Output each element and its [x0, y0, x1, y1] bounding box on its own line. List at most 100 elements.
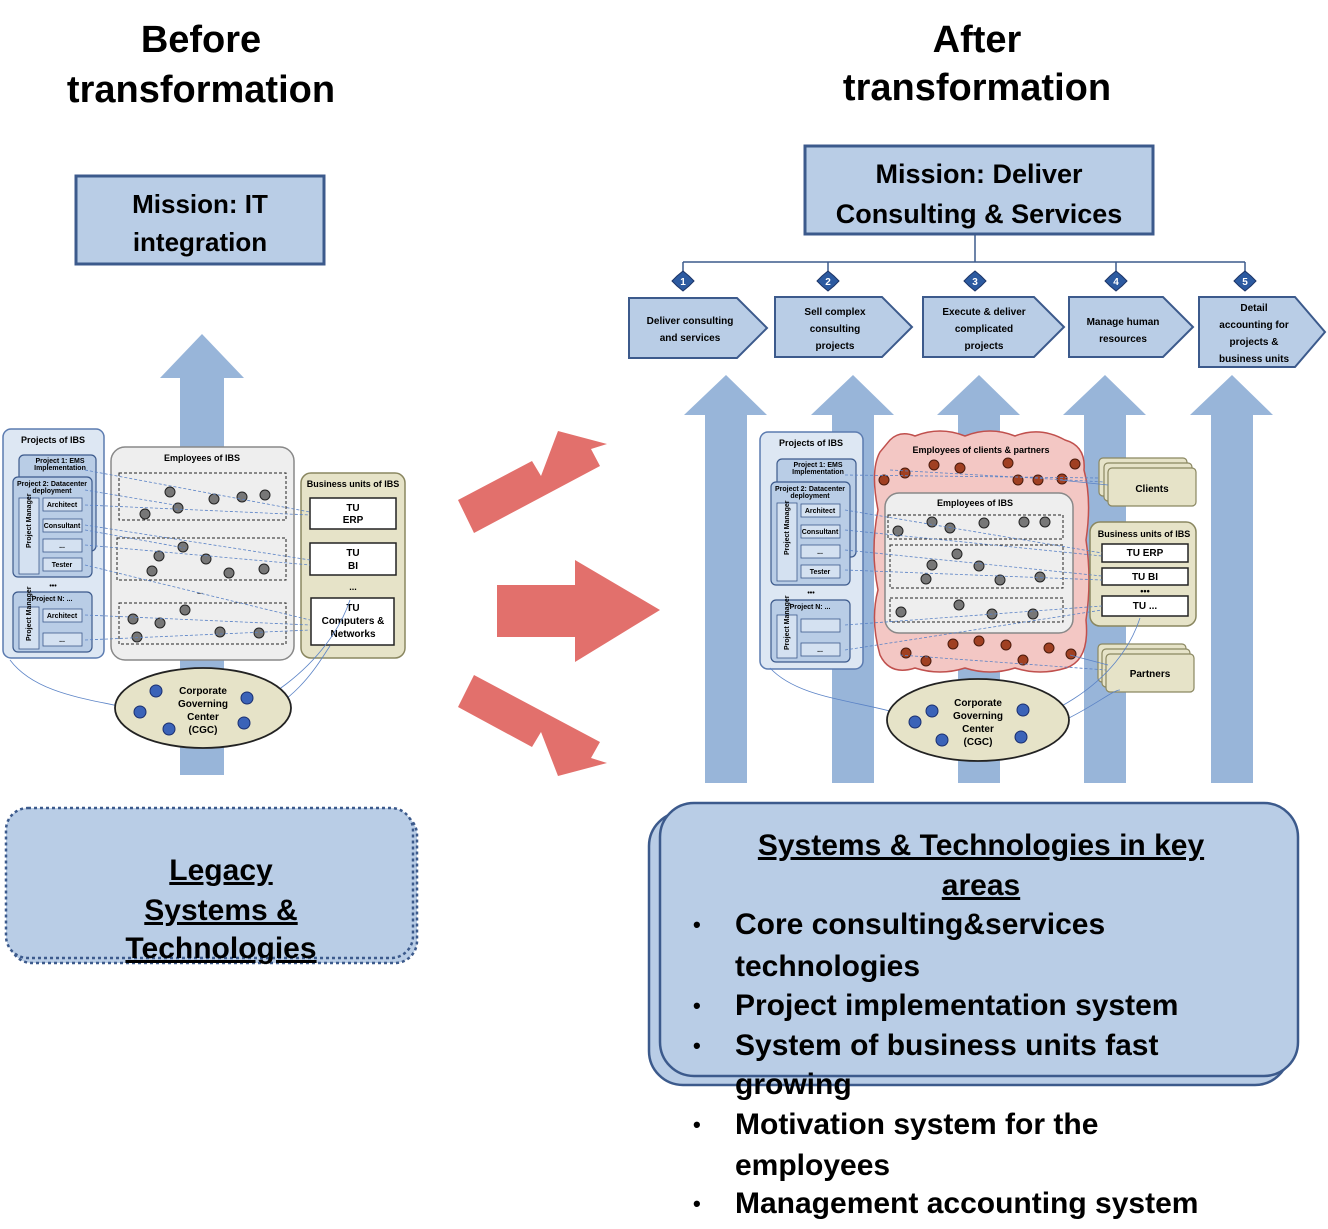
svg-text:•: •	[693, 1033, 701, 1058]
svg-text:4: 4	[1113, 277, 1119, 288]
svg-text:Project 2: Datacenter: Project 2: Datacenter	[17, 481, 87, 488]
systems-technologies-box: Systems & Technologies in key areas	[647, 801, 1300, 1087]
left-business-units-panel: Business units of IBS TU ERP TU BI ... T…	[300, 472, 406, 659]
after-heading-line1: After	[933, 19, 1022, 61]
svg-text:Clients: Clients	[1135, 484, 1169, 495]
svg-text:Consultant: Consultant	[44, 523, 81, 530]
svg-text:Tester: Tester	[810, 569, 831, 576]
svg-text:Corporate: Corporate	[954, 698, 1002, 709]
bullet-5-line1: Management accounting system	[735, 1187, 1198, 1220]
mission-connectors	[682, 234, 1246, 272]
svg-text:•: •	[693, 993, 701, 1018]
legacy-line3: Technologies	[125, 932, 316, 965]
step-2: 2 Sell complex consulting projects	[774, 270, 914, 358]
legacy-line1: Legacy	[169, 854, 273, 887]
svg-text:...: ...	[59, 637, 65, 644]
red-arrow-right	[497, 560, 660, 662]
svg-text:TU: TU	[346, 603, 359, 614]
svg-text:(CGC): (CGC)	[189, 725, 218, 736]
bullet-3-line2: growing	[735, 1068, 852, 1101]
mission-it-line1: Mission: IT	[132, 189, 268, 219]
svg-text:Tester: Tester	[52, 562, 73, 569]
right-heading: After transformation	[843, 19, 1111, 109]
mission-it-box: Mission: IT integration	[74, 174, 326, 266]
left-cgc: Corporate Governing Center (CGC)	[9, 599, 351, 749]
svg-text:and services: and services	[660, 333, 721, 344]
bullet-1-line1: Core consulting&services	[735, 908, 1105, 941]
svg-text:•: •	[693, 1191, 701, 1216]
svg-text:2: 2	[825, 277, 831, 288]
svg-text:3: 3	[972, 277, 978, 288]
red-arrow-up	[458, 431, 607, 533]
svg-text:Project 1: EMS: Project 1: EMS	[35, 458, 84, 465]
svg-text:Manage human: Manage human	[1087, 317, 1160, 328]
svg-text:Detail: Detail	[1240, 303, 1267, 314]
svg-text:Employees of IBS: Employees of IBS	[937, 498, 1013, 508]
svg-text:...: ...	[349, 582, 357, 592]
svg-text:Business units of IBS: Business units of IBS	[307, 479, 400, 489]
right-business-units-panel: Business units of IBS TU ERP TU BI ••• T…	[1089, 521, 1197, 627]
svg-text:1: 1	[680, 277, 686, 288]
svg-text:Project Manager: Project Manager	[784, 500, 791, 555]
svg-text:Project N: ...: Project N: ...	[790, 604, 831, 611]
svg-text:Governing: Governing	[953, 711, 1003, 722]
svg-text:Center: Center	[187, 712, 219, 723]
svg-text:deployment: deployment	[790, 493, 830, 500]
svg-text:business units: business units	[1219, 354, 1289, 365]
systems-bullet-list: • Core consulting&services technologies …	[693, 908, 1198, 1220]
svg-text:TU ...: TU ...	[1133, 601, 1158, 612]
svg-text:...: ...	[59, 543, 65, 550]
svg-text:Sell complex: Sell complex	[804, 307, 866, 318]
svg-text:Employees of IBS: Employees of IBS	[164, 453, 240, 463]
projects-title: Projects of IBS	[21, 435, 85, 445]
svg-text:•••: •••	[807, 590, 815, 597]
svg-text:Project 1: EMS: Project 1: EMS	[793, 462, 842, 469]
svg-text:projects &: projects &	[1230, 337, 1279, 348]
right-employees-panel: Employees of IBS	[884, 492, 1074, 634]
svg-text:•: •	[693, 1112, 701, 1137]
bullet-1-line2: technologies	[735, 950, 920, 983]
step-5: 5 Detail accounting for projects & busin…	[1198, 270, 1327, 368]
svg-text:Deliver consulting: Deliver consulting	[647, 316, 734, 327]
clients-box: Clients	[1098, 457, 1197, 507]
svg-text:TU: TU	[346, 503, 359, 514]
left-connector-lines	[84, 469, 311, 641]
svg-text:resources: resources	[1099, 334, 1147, 345]
svg-text:Consultant: Consultant	[802, 529, 839, 536]
svg-text:...: ...	[817, 549, 823, 556]
svg-text:ERP: ERP	[343, 515, 364, 526]
svg-text:Architect: Architect	[805, 508, 836, 515]
svg-text:•••: •••	[1140, 586, 1149, 596]
step-4: 4 Manage human resources	[1068, 270, 1195, 358]
svg-text:projects: projects	[816, 341, 855, 352]
svg-text:Execute & deliver: Execute & deliver	[942, 307, 1025, 318]
svg-text:Implementation: Implementation	[34, 465, 86, 472]
mission-deliver-line1: Mission: Deliver	[875, 159, 1083, 189]
svg-text:Computers &: Computers &	[322, 616, 385, 627]
legacy-systems-box: Legacy Systems & Technologies	[4, 806, 419, 965]
process-steps: 1 Deliver consulting and services 2 Sell…	[628, 270, 1327, 368]
before-heading-line2: transformation	[67, 69, 335, 111]
svg-text:Projects of IBS: Projects of IBS	[779, 438, 843, 448]
bullet-4-line1: Motivation system for the	[735, 1108, 1098, 1141]
red-arrows	[458, 431, 660, 776]
right-connector-lines	[844, 469, 1109, 671]
svg-text:Employees of clients & partner: Employees of clients & partners	[912, 445, 1049, 455]
svg-text:Project 2: Datacenter: Project 2: Datacenter	[775, 486, 845, 493]
svg-text:complicated: complicated	[955, 324, 1013, 335]
svg-text:BI: BI	[348, 561, 358, 572]
bullet-3-line1: System of business units fast	[735, 1029, 1158, 1062]
bullet-2-line1: Project implementation system	[735, 989, 1178, 1022]
svg-text:Corporate: Corporate	[179, 686, 227, 697]
svg-text:Project Manager: Project Manager	[26, 586, 33, 641]
svg-text:...: ...	[817, 647, 823, 654]
left-heading: Before transformation	[67, 19, 335, 111]
mission-it-line2: integration	[133, 227, 267, 257]
svg-text:...: ...	[197, 589, 203, 596]
svg-text:5: 5	[1242, 277, 1248, 288]
after-heading-line2: transformation	[843, 67, 1111, 109]
mission-deliver-line2: Consulting & Services	[836, 199, 1123, 229]
svg-text:TU BI: TU BI	[1132, 572, 1158, 583]
left-employees-panel: Employees of IBS ...	[110, 446, 295, 661]
bullet-4-line2: employees	[735, 1149, 890, 1182]
